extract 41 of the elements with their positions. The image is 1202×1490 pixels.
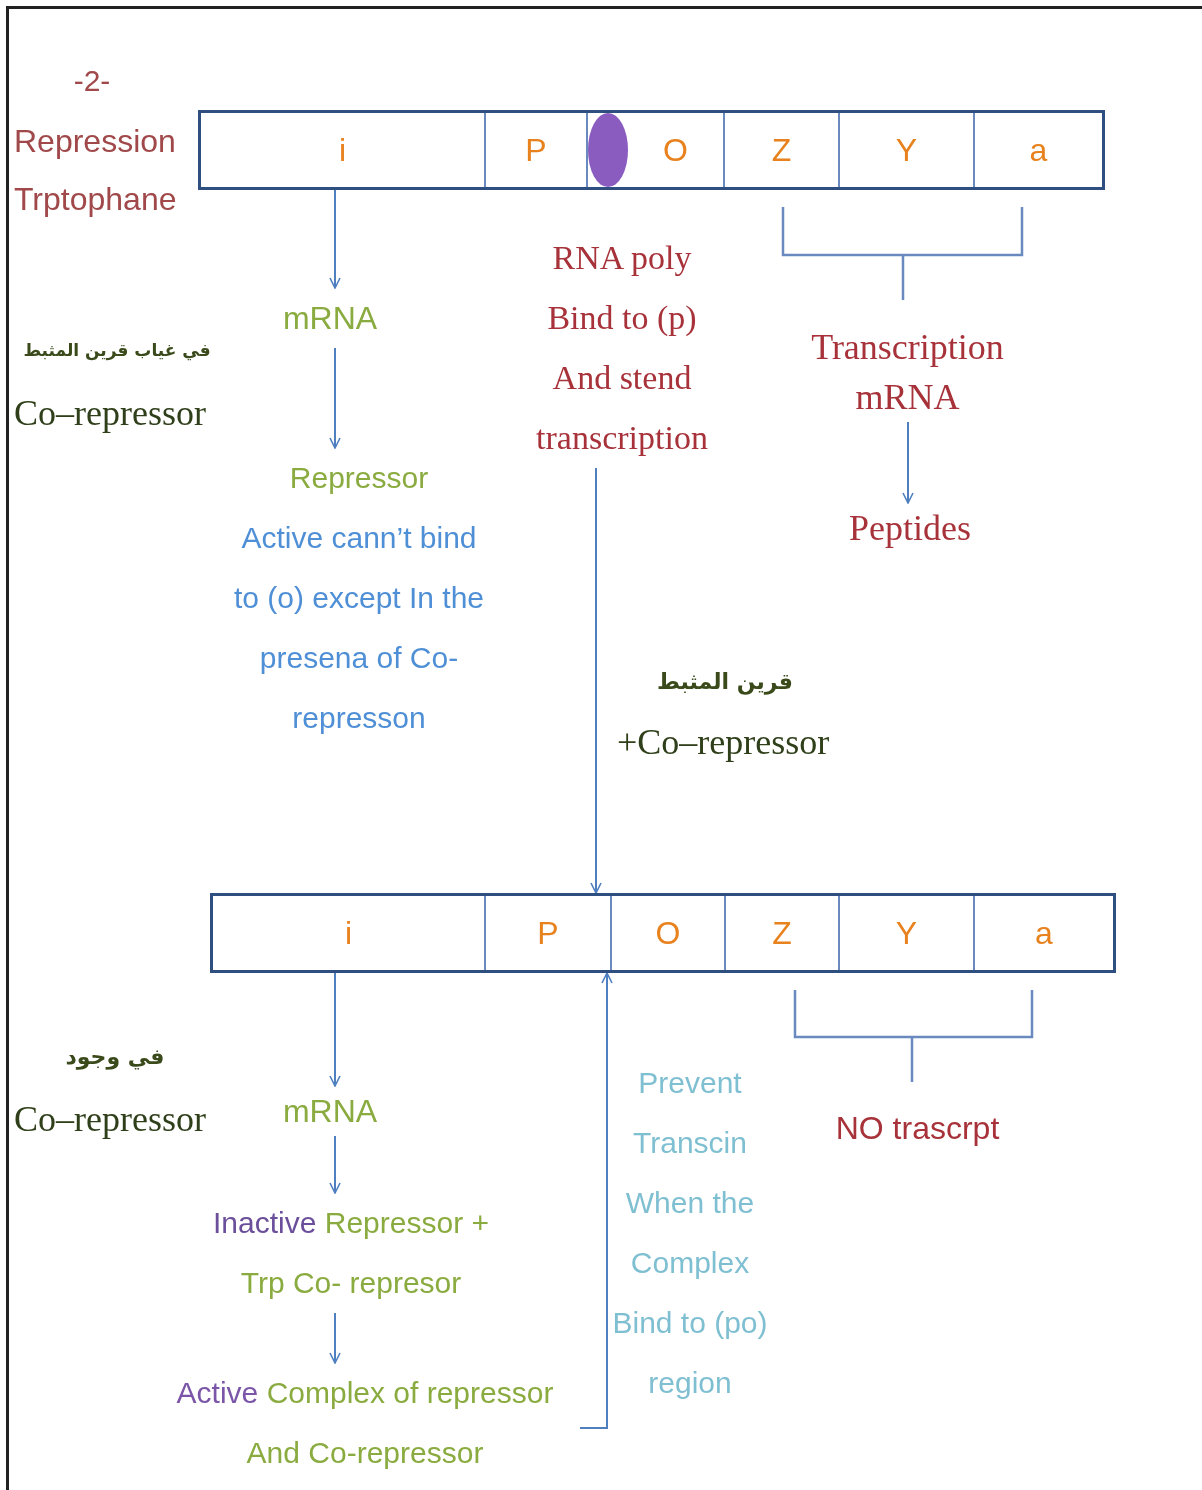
gene-letter: O (655, 917, 681, 949)
complex-text: Active Complex of repressor And Co-repressor (175, 1375, 555, 1471)
arabic-text: في غياب قرين المثبط (22, 339, 212, 363)
gene-letter: P (537, 917, 559, 949)
heading-text: Repression Trptophane (14, 122, 178, 219)
mrna-text: mRNA (281, 299, 379, 338)
arabic-text: في وجود (64, 1043, 166, 1072)
gene-letter: i (344, 917, 353, 949)
arrow (329, 1135, 341, 1194)
gene-segment (484, 113, 588, 187)
gene-letter: Y (895, 134, 918, 166)
condition-text: +Co–repressor (617, 721, 831, 764)
gene-letter: Z (772, 917, 792, 949)
mrna-text: mRNA (281, 1092, 379, 1131)
transcription-text: Transcription mRNA (810, 326, 1005, 419)
gene-bar (210, 893, 1116, 973)
gene-letter: a (1035, 917, 1053, 949)
arrow (579, 972, 613, 1429)
peptides-text: Peptides (848, 507, 972, 550)
condition-text: Co–repressor (14, 1098, 207, 1141)
condition-text: Co–repressor (14, 392, 207, 435)
result-text: NO trascrpt (834, 1109, 1001, 1148)
arrow (902, 421, 914, 504)
gene-letter: Y (895, 917, 918, 949)
arabic-text: قرين المثبط (656, 668, 794, 697)
repressor-text: Repressor (288, 460, 430, 496)
rna-polymerase-text: RNA poly Bind to (p) And stend transcription (535, 238, 709, 458)
gene-letter: P (525, 134, 547, 166)
gene-letter: Z (771, 134, 792, 166)
gene-letter: a (1029, 134, 1048, 166)
note-text: Prevent Transcin When the Complex Bind to (po) region (611, 1065, 769, 1401)
figure-number: -2- (72, 63, 112, 99)
arrow (329, 1312, 341, 1364)
gene-letter: O (663, 134, 688, 166)
gene-bar (198, 110, 1105, 190)
rna-polymerase-oval (588, 113, 628, 187)
repressor-text: Inactive Repressor + Trp Co- represor (212, 1205, 490, 1301)
note-text: Active cann’t bind to (o) except In the presena of Co- represson (232, 520, 486, 736)
arrow (329, 347, 341, 449)
arrow (590, 467, 602, 894)
gene-letter: i (338, 134, 347, 166)
